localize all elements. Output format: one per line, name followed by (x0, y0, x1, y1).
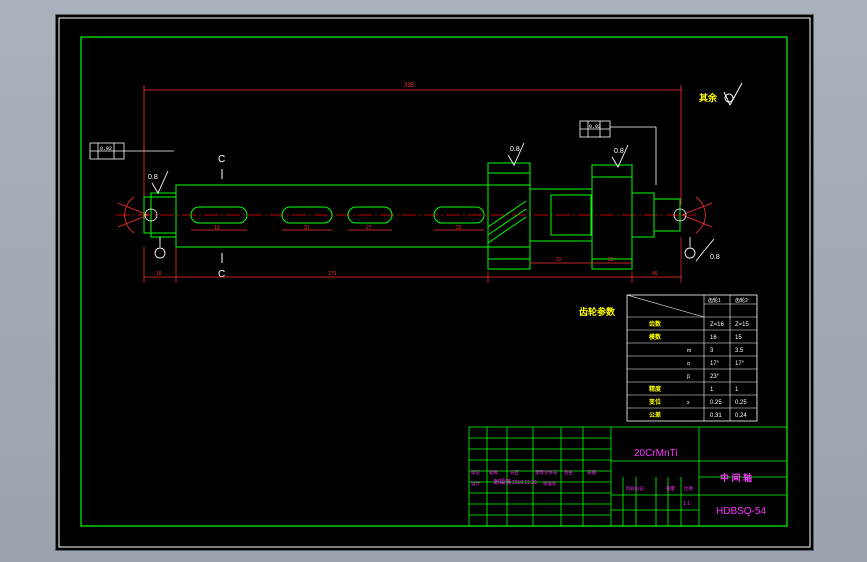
table-value: 17° (710, 361, 720, 367)
dim-mid-1: 22 (556, 257, 562, 263)
table-row-label: 变位 (649, 398, 661, 406)
drawing-number: HDBSQ-54 (716, 506, 766, 517)
table-row-symbol: β (687, 374, 690, 380)
tol-right-value: 0.02 (589, 124, 601, 130)
title-block-label: 阶段标记 (626, 485, 644, 492)
dim-keyway-1: 13 (214, 225, 220, 231)
other-roughness-label: 其余 (699, 92, 718, 103)
title-block-label: 标准化 (543, 480, 557, 487)
scale-value: 1:1 (683, 501, 690, 507)
title-block-label: 签名 (564, 469, 573, 476)
table-col-header: 齿轮2 (735, 297, 748, 304)
dim-keyway-3: 27 (366, 225, 372, 231)
table-diagonal (626, 294, 705, 318)
roughness-value-1: 0.8 (148, 174, 158, 181)
title-block-label: 分区 (510, 469, 519, 476)
table-row-label: 公差 (649, 411, 661, 419)
table-value: Z=16 (710, 322, 725, 328)
table-border (626, 294, 758, 422)
title-block-label: 日期 (587, 470, 596, 476)
title-block-label: 比例 (684, 485, 693, 492)
table-value: 0.31 (710, 413, 722, 419)
design-date: 2010.11.30 (512, 480, 537, 486)
designer-name: 谢福强 (493, 478, 511, 486)
table-value: 1 (735, 387, 739, 393)
gear-parameter-table: 齿轮1 齿轮2 齿数 Z=16 Z=15 模数 16 15 m 3 3.5 α 17° 17° β 23° 精度… (626, 294, 758, 422)
title-block-label: 设计 (471, 480, 480, 487)
title-block-label: 更改文件号 (535, 469, 558, 476)
table-value: 15 (735, 335, 742, 341)
table-row-label: 齿数 (649, 320, 662, 328)
tol-left-value: 0.02 (100, 146, 112, 152)
table-row-label: 精度 (649, 385, 662, 393)
dim-keyway-2: 31 (304, 225, 310, 231)
section-mark-bottom: C (218, 269, 225, 280)
table-value: 3 (710, 348, 714, 354)
shaft-outline (143, 162, 681, 270)
datum-markers (154, 237, 696, 259)
roughness-marks (151, 142, 715, 262)
overall-dim-label: 335 (404, 83, 415, 89)
right-center-hole (673, 196, 713, 234)
table-value: 23° (710, 374, 720, 380)
dim-right: 46 (652, 271, 658, 277)
material-label: 20CrMnTi (634, 448, 678, 459)
gear-table-heading: 齿轮参数 (579, 306, 616, 317)
table-col-header: 齿轮1 (708, 297, 721, 304)
dim-main: 175 (328, 271, 337, 277)
dim-left: 16 (156, 271, 162, 277)
outer-frame (58, 17, 811, 548)
table-value: 3.5 (735, 348, 744, 354)
table-row-symbol: m (687, 348, 691, 354)
part-name: 中 间 轴 (720, 472, 752, 483)
table-value: 17° (735, 361, 745, 367)
dim-mid-2: 22 (608, 257, 614, 263)
cad-drawing-canvas[interactable]: 335 其余 (55, 14, 814, 551)
roughness-value-3: 0.8 (614, 148, 624, 155)
table-value: Z=15 (735, 322, 750, 328)
table-row-symbol: x (687, 400, 690, 406)
table-value: 16 (710, 335, 717, 341)
section-mark-top: C (218, 154, 225, 165)
table-row-label: 模数 (649, 333, 662, 341)
table-value: 0.25 (710, 400, 722, 406)
title-block-label: 处数 (489, 469, 498, 476)
roughness-value-2: 0.8 (510, 146, 520, 153)
roughness-symbol-icon (723, 82, 743, 106)
tolerance-frame-left (89, 142, 174, 160)
overall-dimension (143, 85, 682, 205)
table-value: 0.24 (735, 413, 747, 419)
title-block (468, 426, 788, 527)
dim-keyway-4: 22 (456, 225, 462, 231)
roughness-value-4: 0.8 (710, 254, 720, 261)
inner-frame (80, 36, 788, 527)
table-row-symbol: α (687, 361, 690, 367)
tolerance-frame-right (579, 120, 657, 185)
table-value: 0.25 (735, 400, 747, 406)
title-block-label: 重量 (666, 485, 675, 492)
title-block-label: 标记 (471, 469, 480, 476)
bottom-dimensions (143, 229, 682, 283)
drawing-svg: 335 其余 (58, 17, 811, 548)
left-center-hole (117, 196, 158, 234)
table-value: 1 (710, 387, 714, 393)
